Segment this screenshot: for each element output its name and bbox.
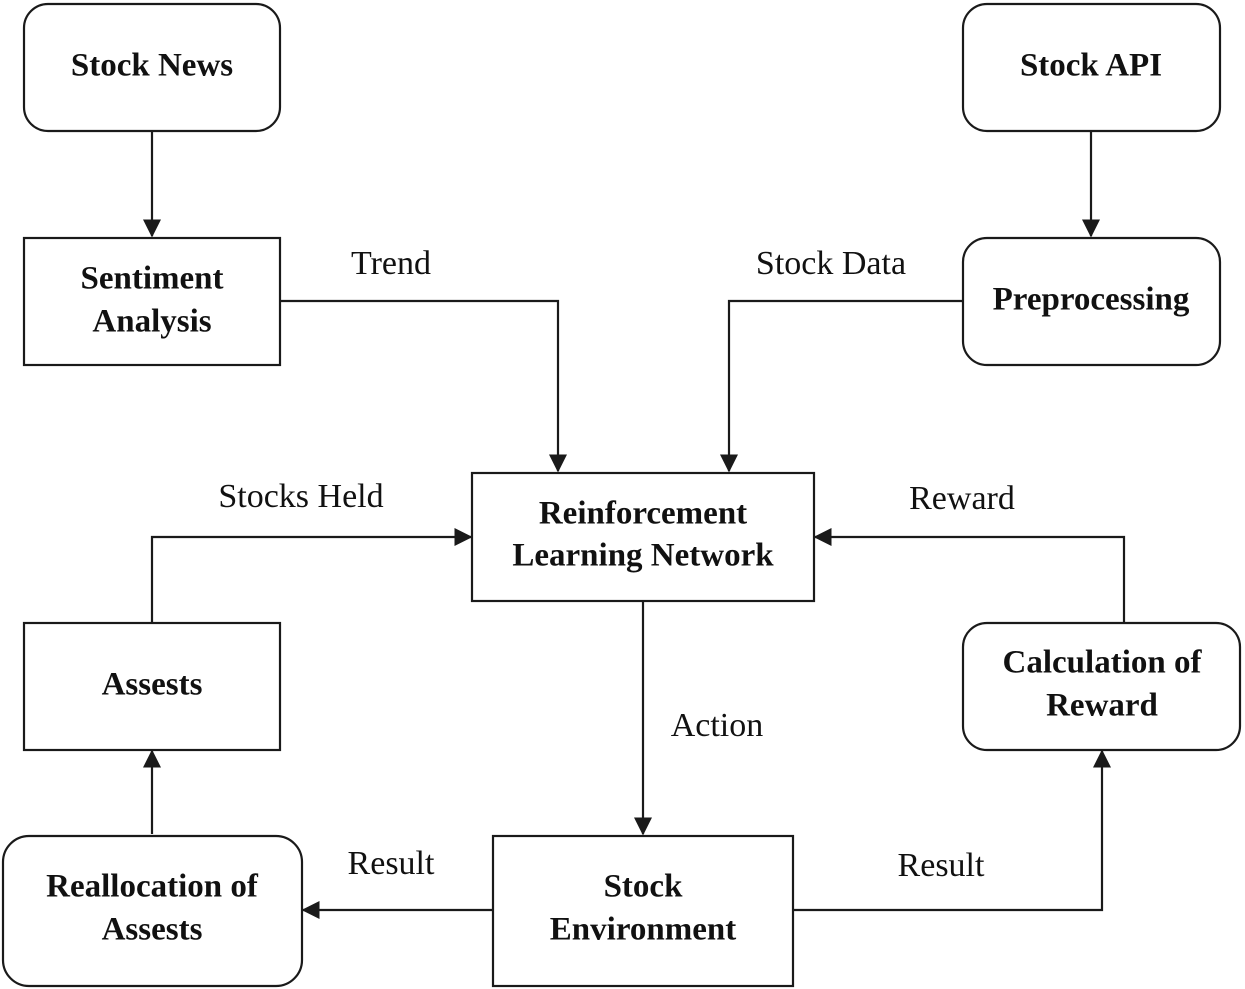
edge-stocks-held	[150, 528, 473, 622]
edge-label-trend: Trend	[351, 245, 431, 282]
node-sentiment-analysis: Sentiment Analysis	[22, 236, 282, 367]
node-assets: Assests	[22, 621, 282, 752]
edge-label-result-right: Result	[898, 847, 985, 884]
node-label-sentiment-line2: Analysis	[92, 304, 211, 340]
node-label-preprocessing: Preprocessing	[993, 282, 1190, 318]
edge-label-action: Action	[671, 707, 764, 744]
edge-label-stock-data: Stock Data	[756, 245, 906, 282]
edges-layer	[143, 131, 1126, 919]
node-realloc-assets: Reallocation of Assests	[1, 834, 304, 988]
edge-label-stocks-held: Stocks Held	[218, 478, 383, 515]
node-stock-env: Stock Environment	[491, 834, 795, 988]
node-label-realloc-line1: Reallocation of	[46, 869, 259, 905]
node-label-calc-reward-line2: Reward	[1046, 688, 1158, 724]
edge-trend	[281, 299, 567, 473]
node-label-sentiment-line1: Sentiment	[81, 261, 224, 297]
node-label-realloc-line2: Assests	[102, 912, 203, 948]
node-label-stock-news: Stock News	[71, 48, 233, 84]
edge-label-reward: Reward	[909, 480, 1015, 517]
node-stock-news: Stock News	[22, 2, 282, 133]
node-label-calc-reward-line1: Calculation of	[1003, 645, 1203, 681]
node-stock-api: Stock API	[961, 2, 1222, 133]
node-label-assets: Assests	[102, 667, 203, 703]
node-calc-reward: Calculation of Reward	[961, 621, 1242, 752]
edge-reward	[813, 528, 1126, 622]
edge-labels-layer: Trend Stock Data Stocks Held Reward Acti…	[218, 245, 1015, 884]
node-rl-network: Reinforcement Learning Network	[470, 471, 816, 603]
node-label-stock-env-line1: Stock	[604, 869, 683, 905]
node-label-rl-line1: Reinforcement	[539, 496, 747, 532]
edge-stock-data	[720, 299, 963, 473]
node-preprocessing: Preprocessing	[961, 236, 1222, 367]
node-label-rl-line2: Learning Network	[512, 538, 774, 574]
node-label-stock-api: Stock API	[1020, 48, 1162, 84]
node-label-stock-env-line2: Environment	[550, 912, 736, 948]
edge-label-result-left: Result	[348, 845, 435, 882]
edge-result-right	[794, 749, 1111, 912]
